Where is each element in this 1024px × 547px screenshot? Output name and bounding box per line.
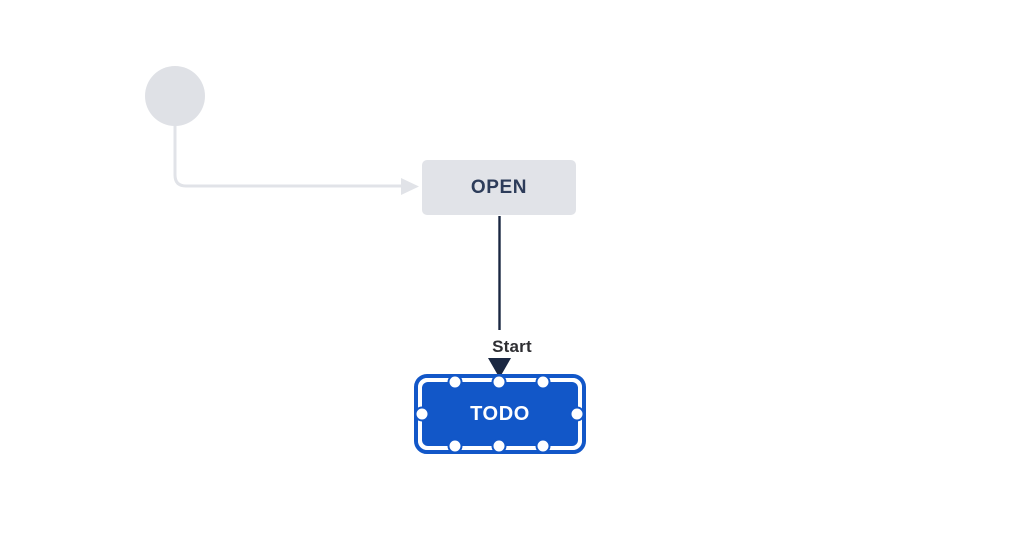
handle-bottom-left[interactable] [447,438,463,454]
open-state-label: OPEN [470,176,528,198]
open-state-node[interactable]: OPEN [422,160,576,215]
handle-top-right[interactable] [535,374,551,390]
todo-state-label: TODO [470,402,530,425]
start-node[interactable] [145,66,205,126]
todo-state-node[interactable]: TODO [422,382,578,446]
handle-top-center[interactable] [491,374,507,390]
transition-label-start: Start [492,337,532,356]
handle-middle-left[interactable] [414,406,430,422]
edge-start-to-open-path [173,124,403,188]
handle-top-left[interactable] [447,374,463,390]
edge-start-to-open [173,124,419,195]
handle-bottom-center[interactable] [491,438,507,454]
transition-label-wrapper: Start [0,337,1024,357]
handle-bottom-right[interactable] [535,438,551,454]
edge-start-to-open-arrowhead [401,178,419,195]
handle-middle-right[interactable] [569,406,585,422]
